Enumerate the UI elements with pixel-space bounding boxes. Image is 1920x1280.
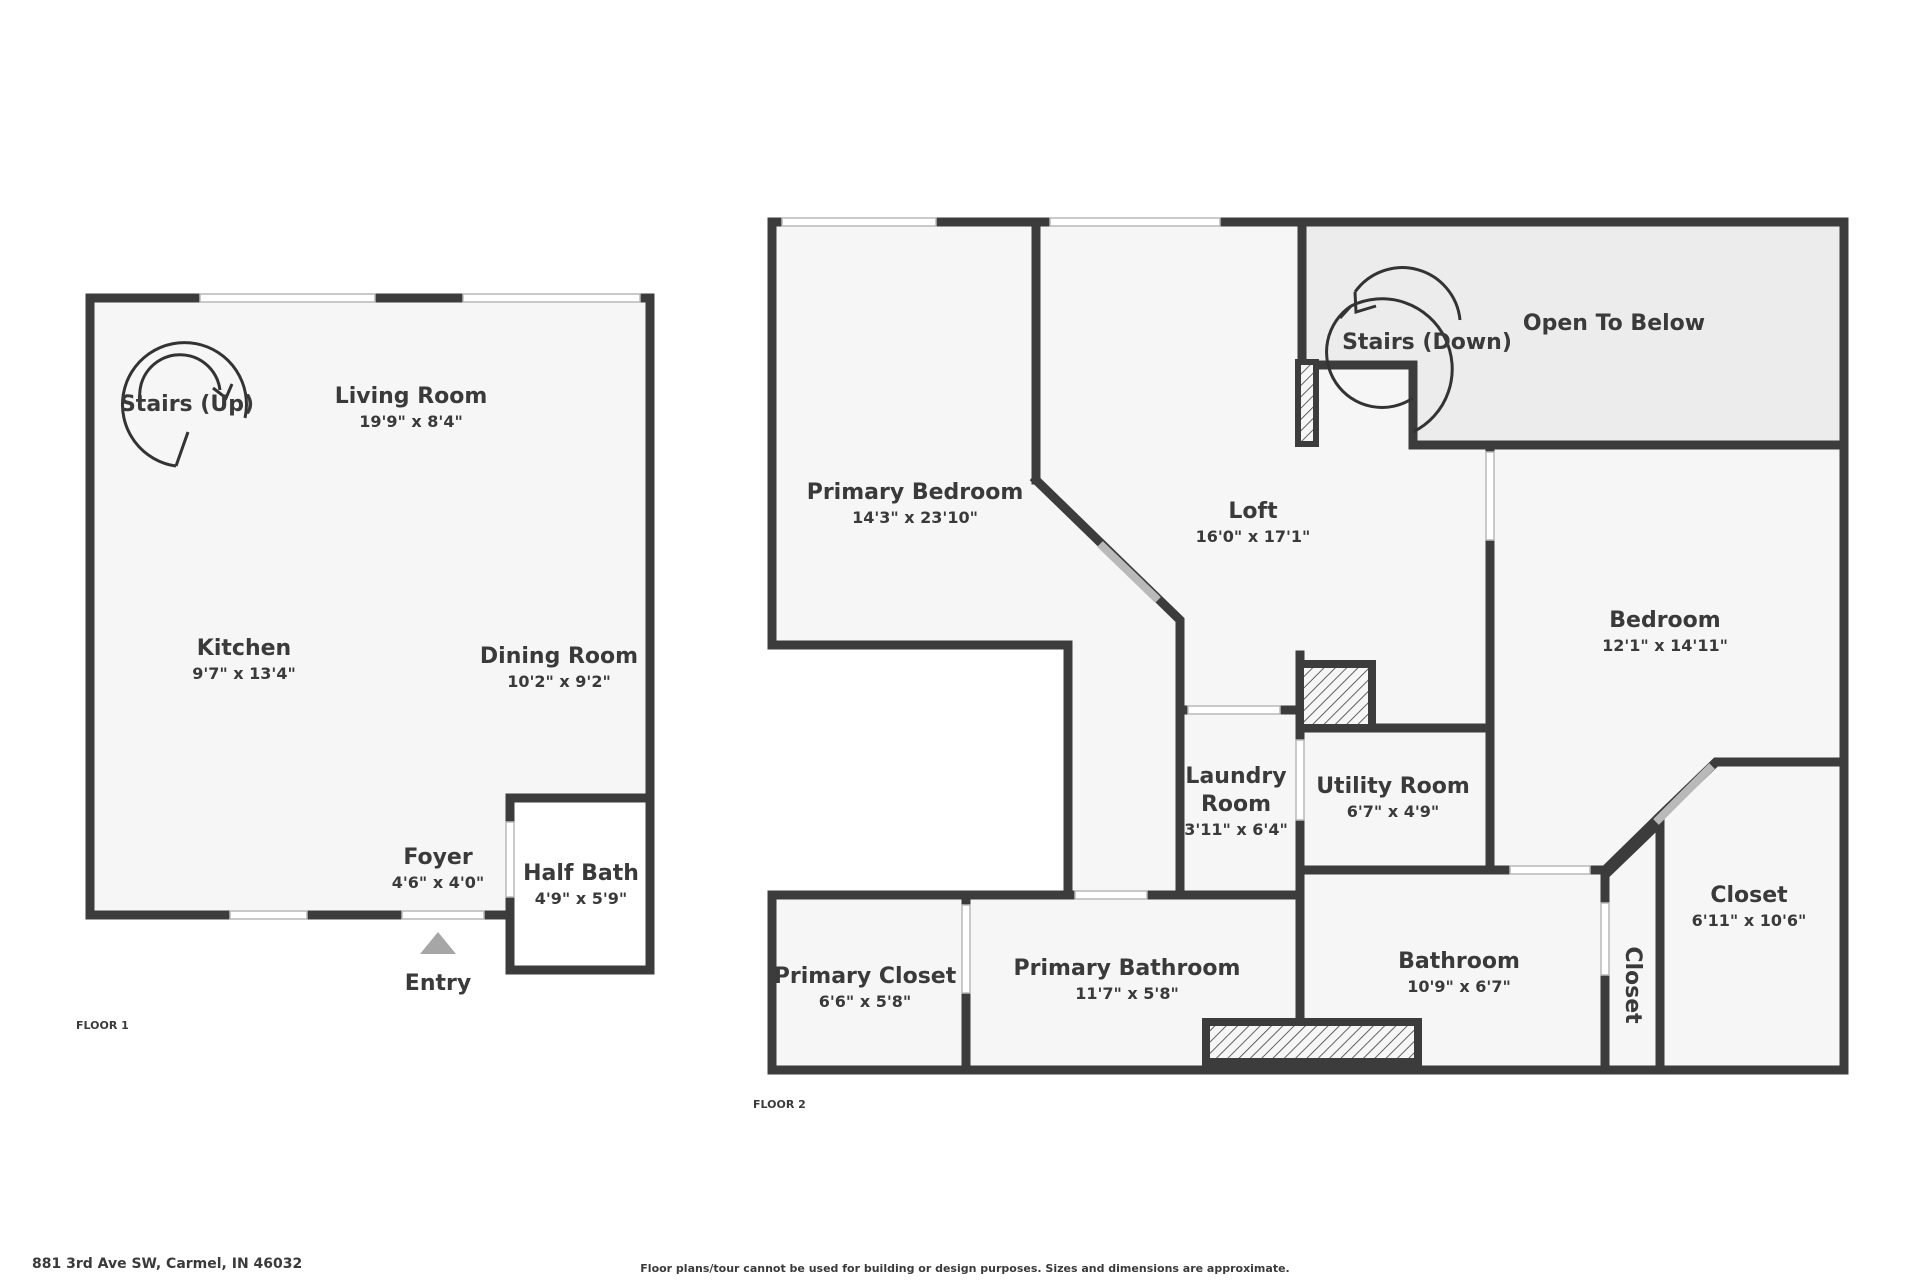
room-dims: 6'7" x 4'9": [1347, 802, 1439, 821]
room-dims: 4'9" x 5'9": [535, 889, 627, 908]
stairs-down-label: Stairs (Down): [1342, 330, 1512, 355]
floor-1: Stairs (Up) Living Room 19'9" x 8'4" Kit…: [76, 293, 655, 1032]
door: [1653, 763, 1715, 825]
floor2-outer-walls: [767, 217, 1849, 1075]
floor-2: Stairs (Down) Primary Bedroom 14'3" x 23…: [753, 217, 1849, 1111]
room-dims: 6'6" x 5'8": [819, 992, 911, 1011]
door: [1600, 902, 1610, 976]
room-dims: 14'3" x 23'10": [852, 508, 978, 527]
room-name: Kitchen: [197, 636, 291, 661]
room-name: Room: [1201, 792, 1271, 817]
door: [1295, 739, 1305, 821]
entry-arrow-icon: [420, 932, 456, 954]
shaft: [1295, 359, 1319, 447]
room-name: Utility Room: [1316, 774, 1470, 799]
room-dims: 11'7" x 5'8": [1075, 984, 1179, 1003]
room-name: Half Bath: [523, 861, 639, 886]
chase: [1296, 660, 1376, 732]
half-bath-door: [505, 821, 515, 898]
room-dims: 19'9" x 8'4": [359, 412, 463, 431]
stairs-up-icon: [120, 341, 248, 468]
floor2-label: FLOOR 2: [753, 1098, 806, 1111]
room-name: Laundry: [1185, 764, 1286, 789]
room-name: Open To Below: [1523, 311, 1705, 336]
loft-angled-wall: [1029, 473, 1185, 900]
door: [961, 904, 971, 994]
stairs-up-label: Stairs (Up): [120, 392, 254, 417]
window: [462, 293, 641, 303]
stairs-down-icon: [1325, 266, 1462, 434]
door: [1187, 705, 1281, 715]
address: 881 3rd Ave SW, Carmel, IN 46032: [32, 1256, 302, 1272]
room-name: Loft: [1228, 499, 1278, 524]
room-dims: 3'11" x 6'4": [1184, 820, 1288, 839]
entry-label: Entry: [405, 971, 471, 996]
room-name: Dining Room: [480, 644, 638, 669]
room-name: Closet: [1710, 883, 1788, 908]
room-dims: 4'6" x 4'0": [392, 873, 484, 892]
room-name: Primary Bathroom: [1014, 956, 1241, 981]
door: [1074, 890, 1148, 900]
room-name: Primary Bedroom: [807, 480, 1024, 505]
floor1-label: FLOOR 1: [76, 1019, 129, 1032]
disclaimer: Floor plans/tour cannot be used for buil…: [640, 1262, 1289, 1275]
entry-door: [401, 910, 485, 920]
floor1-walls-left: [85, 293, 515, 920]
room-dims: 10'9" x 6'7": [1407, 977, 1511, 996]
room-name: Living Room: [335, 384, 488, 409]
open-to-below-wall-lower: [1295, 360, 1849, 450]
room-name: Bathroom: [1398, 949, 1520, 974]
door: [1509, 865, 1591, 875]
room-name: Bedroom: [1609, 608, 1720, 633]
primary-bedroom-wall: [767, 640, 1073, 900]
window: [1049, 217, 1221, 227]
room-dims: 10'2" x 9'2": [507, 672, 611, 691]
window: [229, 910, 308, 920]
bath-chase: [1202, 1018, 1422, 1066]
room-name: Primary Closet: [774, 964, 957, 989]
door: [1485, 451, 1495, 541]
room-dims: 6'11" x 10'6": [1692, 911, 1807, 930]
floor2-cutout: [772, 645, 1068, 895]
window: [781, 217, 937, 227]
room-dims: 12'1" x 14'11": [1602, 636, 1728, 655]
room-name: Closet: [1620, 946, 1645, 1024]
room-dims: 9'7" x 13'4": [192, 664, 296, 683]
door: [1097, 541, 1161, 603]
window: [199, 293, 376, 303]
room-name: Foyer: [403, 845, 473, 870]
room-dims: 16'0" x 17'1": [1196, 527, 1311, 546]
